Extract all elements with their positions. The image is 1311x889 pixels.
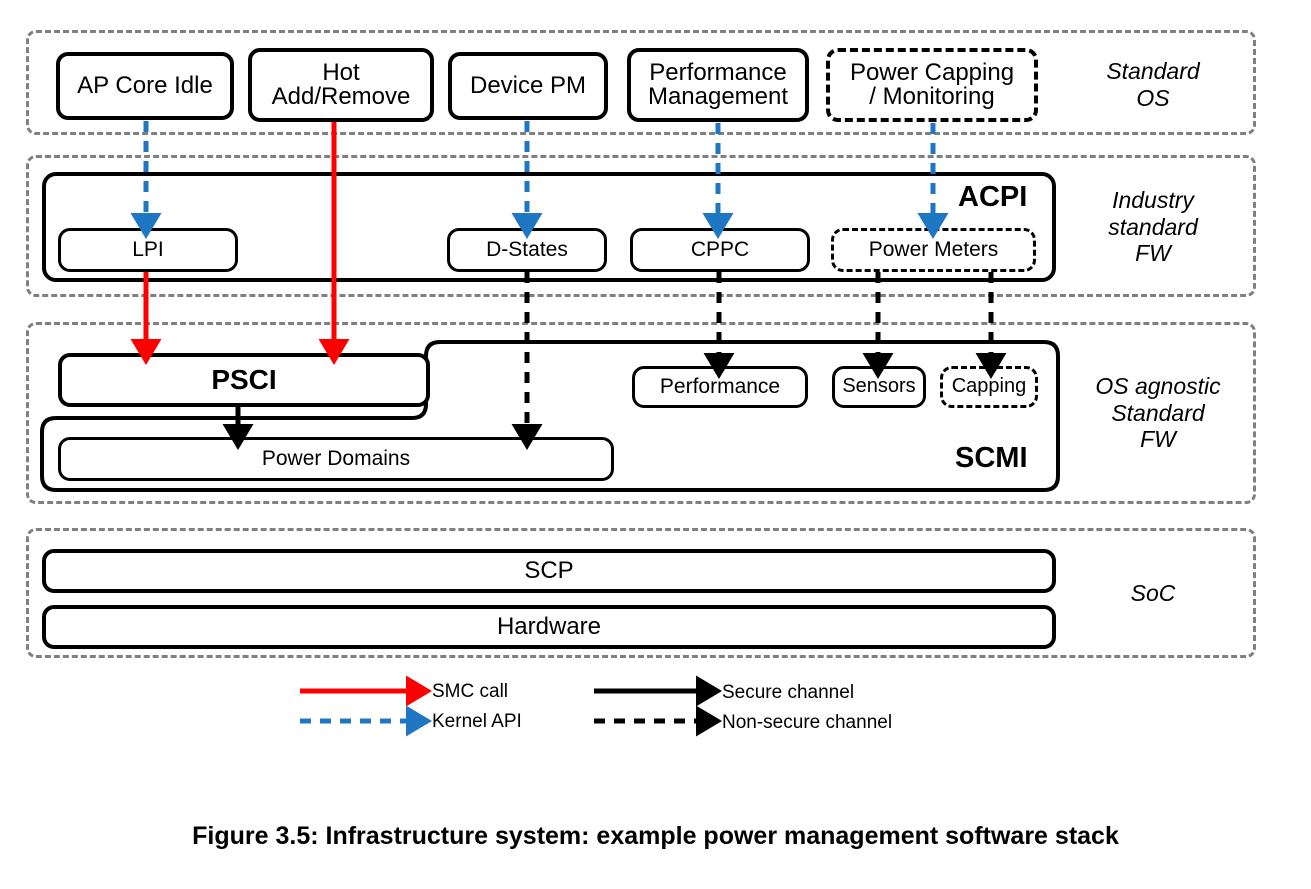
box-cppc[interactable]: CPPC <box>630 228 810 272</box>
legend-text: Secure channel <box>722 682 855 703</box>
box-ap-core-idle[interactable]: AP Core Idle <box>56 52 234 120</box>
box-performance[interactable]: Performance <box>632 366 808 408</box>
box-label: Device PM <box>469 72 587 100</box>
box-capping[interactable]: Capping <box>940 366 1038 408</box>
box-scp[interactable]: SCP <box>42 549 1056 593</box>
box-label: D-States <box>486 237 568 261</box>
box-label-line2: Management <box>647 83 789 110</box>
figure-caption: Figure 3.5: Infrastructure system: examp… <box>192 822 1119 850</box>
band-label-line1: SoC <box>1130 579 1176 606</box>
box-lpi[interactable]: LPI <box>58 228 238 272</box>
box-device-pm[interactable]: Device PM <box>448 52 608 120</box>
box-hardware[interactable]: Hardware <box>42 605 1056 649</box>
box-power-capping-monitoring[interactable]: Power Capping / Monitoring <box>826 48 1038 122</box>
band-label-line1: OS agnostic <box>1095 372 1221 399</box>
acpi-label: ACPI <box>958 181 1028 213</box>
band-label-line1: Standard <box>1106 58 1200 85</box>
legend-text: Kernel API <box>432 711 522 732</box>
band-standard-os <box>26 30 1256 135</box>
box-label: CPPC <box>690 237 750 261</box>
box-label: PSCI <box>211 363 277 395</box>
band-label-line1: Industry <box>1112 186 1194 213</box>
box-psci[interactable]: PSCI <box>58 353 430 407</box>
scmi-label: SCMI <box>955 442 1028 474</box>
box-label-line2: / Monitoring <box>869 83 995 110</box>
box-performance-management[interactable]: Performance Management <box>627 48 809 122</box>
legend-label-secure-channel: Secure channel <box>722 682 854 704</box>
box-label-line1: Hot <box>322 59 360 86</box>
box-label: Power Domains <box>261 446 411 470</box>
band-soc <box>26 528 1256 658</box>
band-label-line3: FW <box>1140 426 1176 453</box>
box-power-meters[interactable]: Power Meters <box>831 228 1036 272</box>
box-label: Capping <box>951 375 1027 398</box>
band-label-line2: OS <box>1136 85 1170 111</box>
box-power-domains[interactable]: Power Domains <box>58 437 614 481</box>
box-label: SCP <box>524 557 574 585</box>
box-sensors[interactable]: Sensors <box>832 366 926 408</box>
box-d-states[interactable]: D-States <box>447 228 607 272</box>
box-label-line2: Add/Remove <box>271 83 411 110</box>
band-os-agnostic-fw <box>26 322 1256 504</box>
band-label-standard-os: Standard OS <box>1058 44 1248 126</box>
box-label: Sensors <box>842 375 916 398</box>
box-label: Performance <box>659 374 781 398</box>
box-label: Hardware <box>496 613 602 641</box>
band-label-line2: Standard <box>1111 399 1205 426</box>
box-label-line1: Power Capping <box>849 59 1015 86</box>
band-label-industry-standard-fw: Industry standard FW <box>1058 170 1248 284</box>
legend-label-smc-call: SMC call <box>432 681 508 703</box>
band-label-os-agnostic-fw: OS agnostic Standard FW <box>1058 356 1258 470</box>
band-label-soc: SoC <box>1058 578 1248 608</box>
legend-text: SMC call <box>432 681 509 702</box>
box-label: Power Meters <box>868 237 999 261</box>
band-label-line3: FW <box>1135 240 1171 267</box>
legend-label-kernel-api: Kernel API <box>432 711 522 733</box>
band-industry-standard-fw <box>26 155 1256 297</box>
legend-text: Non-secure channel <box>722 712 893 733</box>
box-hot-add-remove[interactable]: Hot Add/Remove <box>248 48 434 122</box>
box-label: AP Core Idle <box>77 72 213 100</box>
box-label: LPI <box>132 237 164 261</box>
legend-label-non-secure-channel: Non-secure channel <box>722 712 892 734</box>
box-label-line1: Performance <box>649 59 787 86</box>
band-label-line2: standard <box>1108 213 1198 240</box>
